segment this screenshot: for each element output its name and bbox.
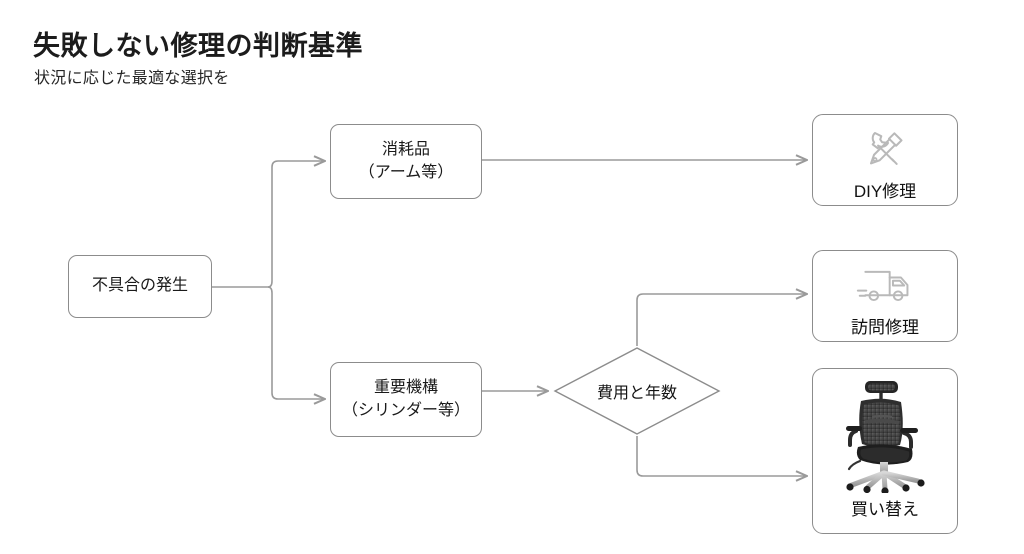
- delivery-truck-icon: [856, 261, 914, 309]
- node-consumable-label-line1: 消耗品: [381, 140, 430, 158]
- card-replace[interactable]: 買い替え: [812, 368, 958, 534]
- connector-decision-to-replace: [636, 436, 807, 476]
- page-subtitle: 状況に応じた最適な選択を: [34, 70, 230, 87]
- node-decision-label: 費用と年数: [596, 385, 677, 402]
- card-replace-label: 買い替え: [851, 500, 919, 519]
- card-diy[interactable]: DIY修理: [812, 114, 958, 206]
- node-start-label: 不具合の発生: [91, 277, 188, 295]
- diamond-shape: [553, 347, 721, 435]
- node-decision[interactable]: 費用と年数: [553, 346, 721, 436]
- office-chair-photo: [832, 375, 938, 493]
- connector-split-to-core: [267, 286, 325, 399]
- card-diy-label: DIY修理: [853, 182, 917, 201]
- node-core[interactable]: 重要機構 （シリンダー等）: [330, 362, 482, 437]
- page-title: 失敗しない修理の判断基準: [33, 31, 363, 61]
- node-core-label-line1: 重要機構: [373, 378, 438, 396]
- wrench-screwdriver-icon: [862, 125, 908, 173]
- connector-split-to-consumable: [267, 161, 325, 288]
- node-core-label-line2: （シリンダー等）: [341, 401, 470, 419]
- node-consumable[interactable]: 消耗品 （アーム等）: [330, 124, 482, 199]
- card-visit[interactable]: 訪問修理: [812, 250, 958, 342]
- node-consumable-label-line2: （アーム等）: [358, 163, 454, 181]
- connector-decision-to-visit: [636, 294, 807, 346]
- card-visit-label: 訪問修理: [851, 318, 919, 337]
- node-start[interactable]: 不具合の発生: [68, 255, 212, 318]
